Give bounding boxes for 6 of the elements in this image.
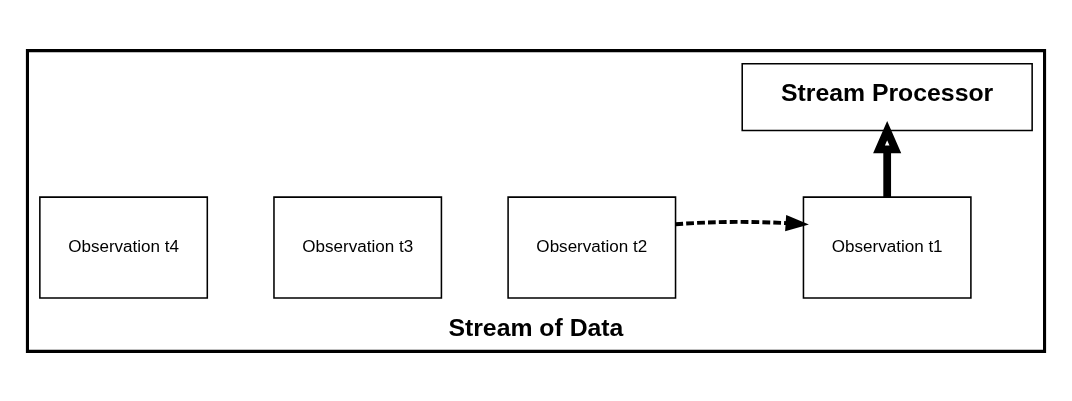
arrow (675, 214, 809, 231)
node-box: Observation t4 (39, 195, 209, 299)
node-box: Stream Processor (741, 62, 1033, 131)
node-box: Observation t2 (507, 195, 677, 299)
node-box: Observation t1 (802, 195, 972, 299)
node-box: Observation t3 (273, 195, 443, 299)
